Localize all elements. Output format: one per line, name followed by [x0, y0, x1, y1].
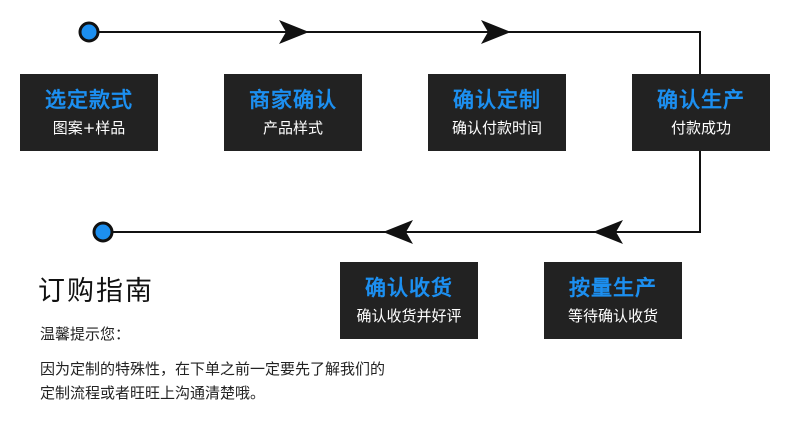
arrow-left-icon [593, 220, 623, 244]
end-dot [92, 221, 114, 243]
step-subtitle: 产品样式 [262, 118, 323, 137]
arrow-right-icon [279, 20, 309, 44]
step-confirm-custom: 确认定制 确认付款时间 [428, 74, 566, 151]
step-title: 按量生产 [569, 275, 657, 300]
start-dot [78, 21, 100, 43]
step-subtitle: 付款成功 [670, 118, 731, 137]
step-confirm-production: 确认生产 付款成功 [632, 74, 770, 151]
step-title: 商家确认 [249, 87, 337, 112]
step-subtitle: 确认收货并好评 [356, 306, 462, 325]
step-mass-production: 按量生产 等待确认收货 [544, 262, 682, 339]
arrow-left-icon [383, 220, 413, 244]
guide-body-line: 因为定制的特殊性，在下单之前一定要先了解我们的 [40, 360, 386, 378]
arrow-right-icon [481, 20, 511, 44]
step-title: 确认定制 [453, 87, 541, 112]
guide-title: 订购指南 [38, 276, 154, 307]
top-flow-line [89, 31, 701, 233]
step-title: 确认生产 [657, 87, 745, 112]
step-title: 选定款式 [45, 87, 133, 112]
step-confirm-receipt: 确认收货 确认收货并好评 [340, 262, 478, 339]
step-merchant-confirm: 商家确认 产品样式 [224, 74, 362, 151]
step-title: 确认收货 [365, 275, 453, 300]
step-subtitle: 图案+样品 [52, 118, 126, 137]
guide-body: 因为定制的特殊性，在下单之前一定要先了解我们的 定制流程或者旺旺上沟通清楚哦。 [40, 357, 510, 405]
guide-body-line: 定制流程或者旺旺上沟通清楚哦。 [40, 384, 266, 402]
step-subtitle: 确认付款时间 [451, 118, 542, 137]
step-select-style: 选定款式 图案+样品 [20, 74, 158, 151]
guide-label: 温馨提示您： [40, 325, 131, 343]
step-subtitle: 等待确认收货 [567, 306, 658, 325]
